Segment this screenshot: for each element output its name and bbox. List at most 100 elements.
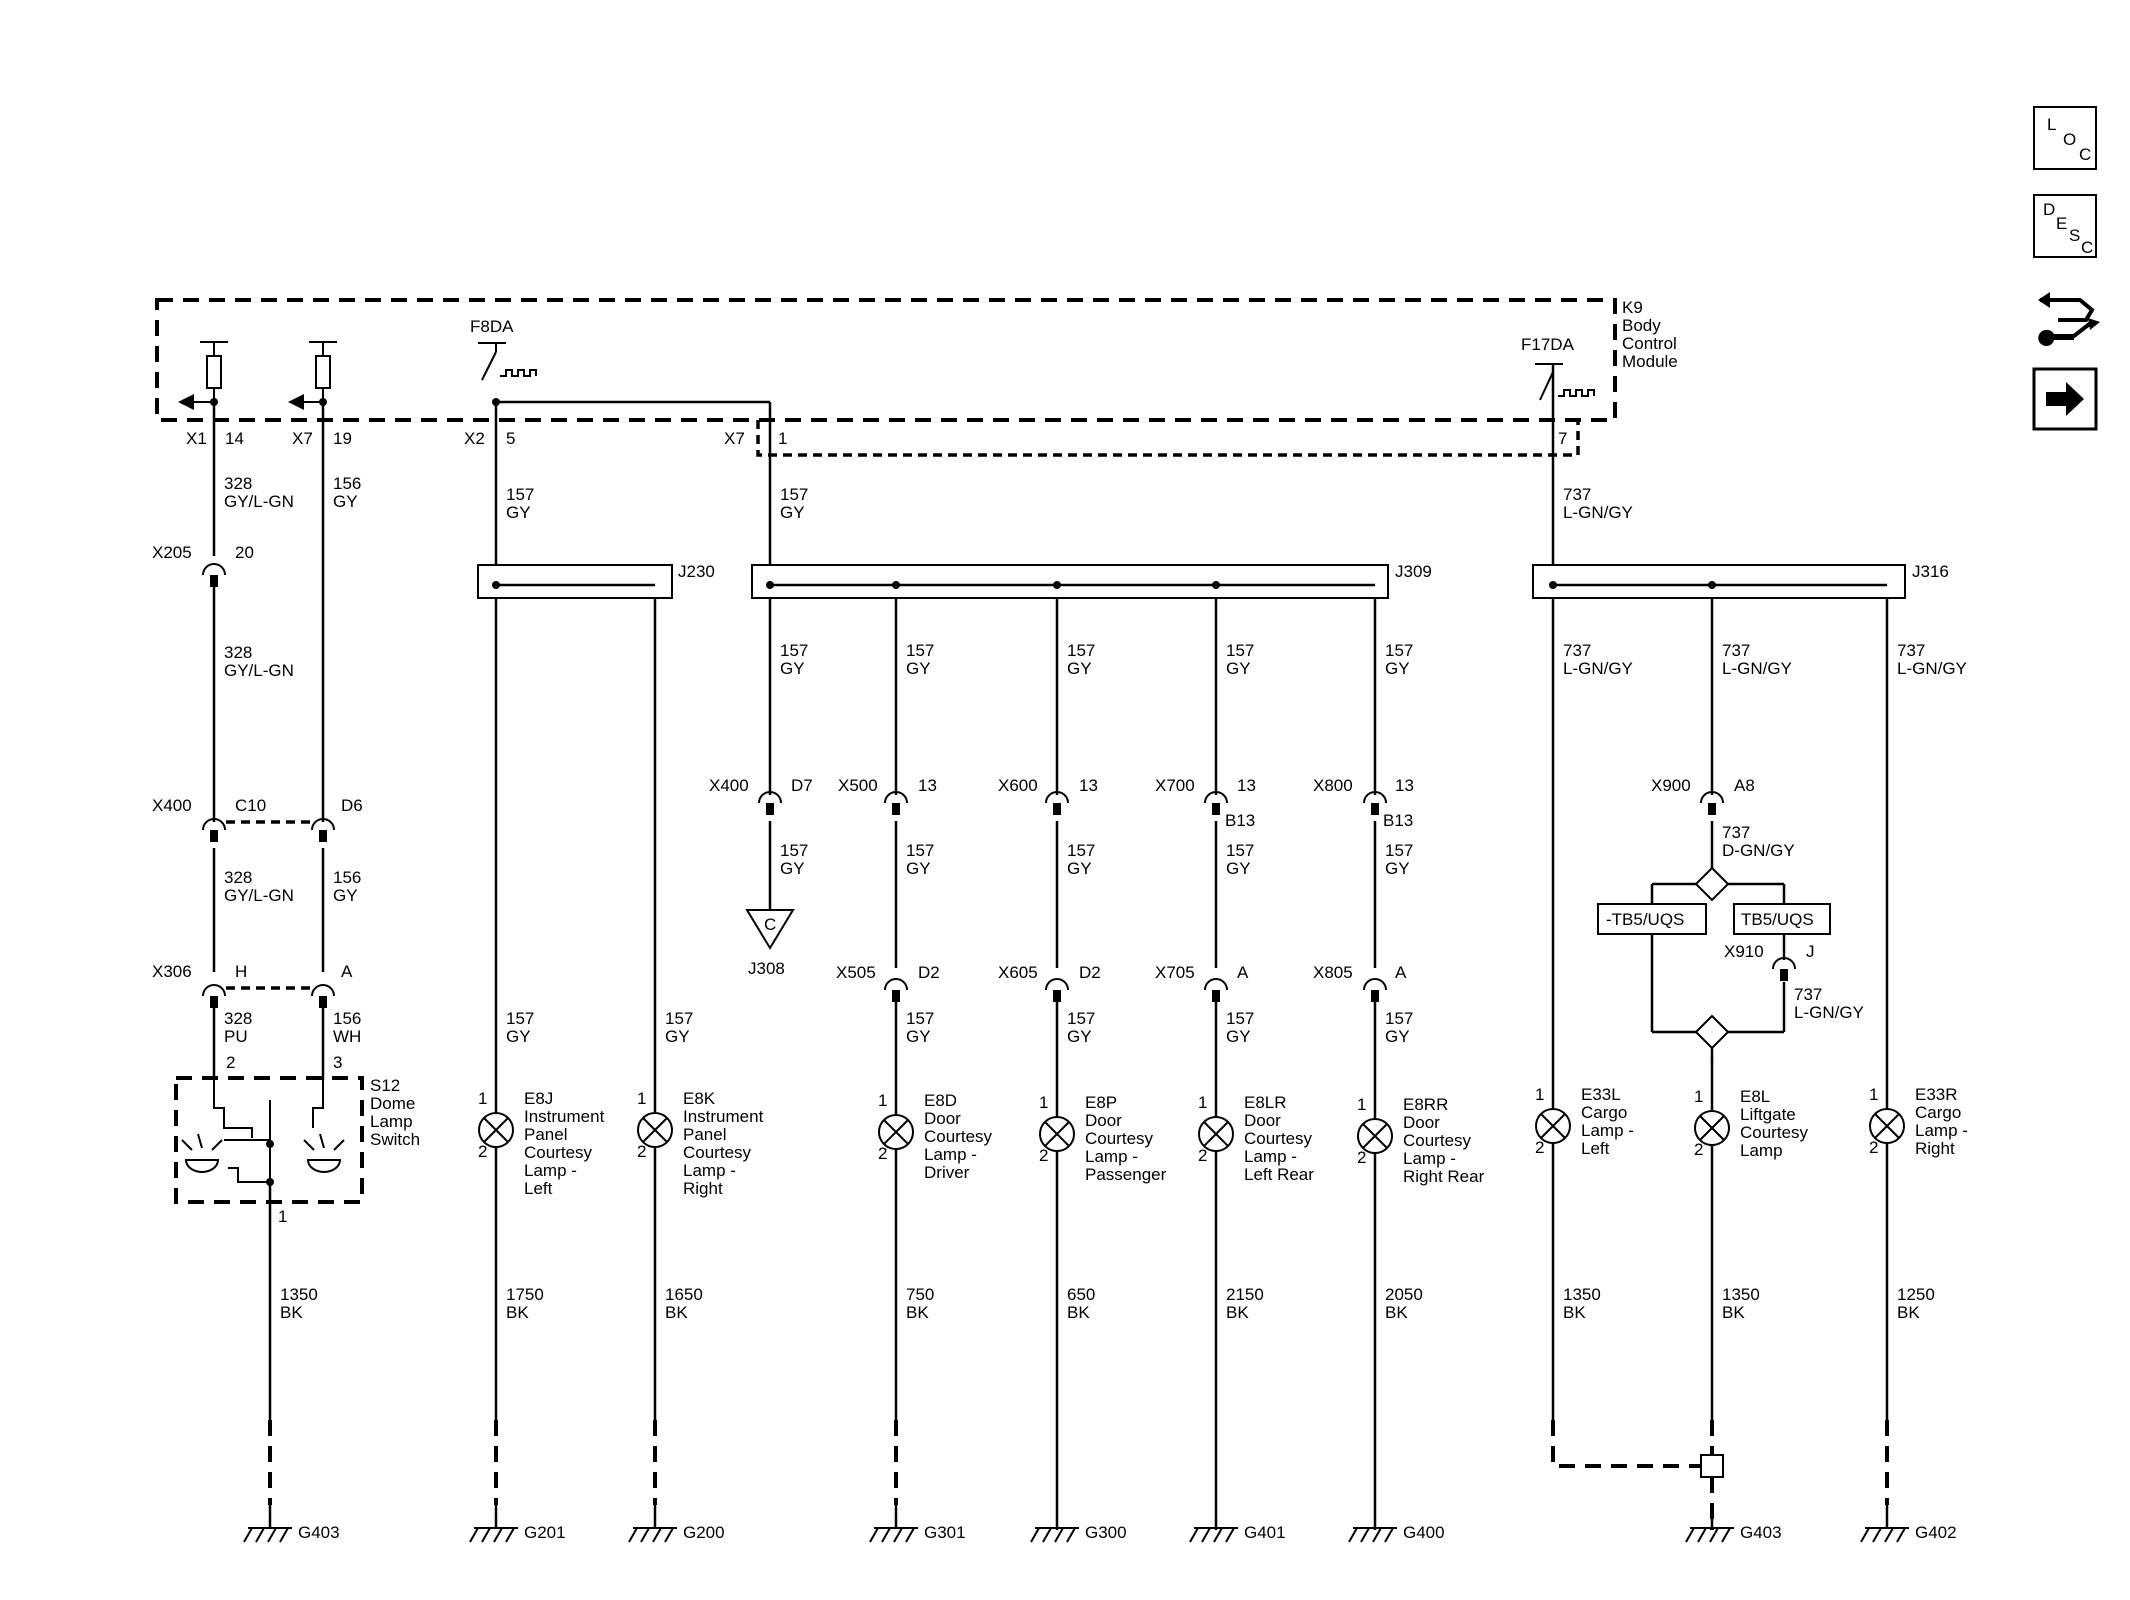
lamp-name-line: Lamp - [1085, 1147, 1138, 1166]
connector-pin: A [1395, 963, 1407, 982]
wire-circuit-number: 737 [1794, 985, 1822, 1004]
wire-lines [212, 364, 1889, 1530]
module-id: K9 [1622, 298, 1643, 317]
lamp-id: E33L [1581, 1085, 1621, 1104]
splice-j308: C J308 [745, 909, 795, 978]
connector-pin: 13 [1237, 776, 1256, 795]
wire-color: GY [906, 1027, 931, 1046]
wire-circuit-number: 157 [1226, 1009, 1254, 1028]
wire-circuit-number: 328 [224, 1009, 252, 1028]
connector-name: X705 [1155, 963, 1195, 982]
wire-color: GY [506, 503, 531, 522]
pin-connector: X2 [464, 429, 485, 448]
wire-color: GY/L-GN [224, 886, 294, 905]
wire-circuit-number: 157 [506, 1009, 534, 1028]
wire-color: GY [1385, 659, 1410, 678]
ground-label: G403 [1740, 1523, 1782, 1542]
lamp-name-line: Right [683, 1179, 723, 1198]
connector-name: X306 [152, 962, 192, 981]
ground-symbol: G400 [1348, 1523, 1445, 1543]
wire-color: BK [1563, 1303, 1586, 1322]
diagnostic-tool-icon[interactable] [2038, 292, 2100, 346]
desc-letter: E [2056, 214, 2067, 233]
pin-number: 5 [506, 429, 515, 448]
driver-label: F8DA [470, 317, 514, 336]
ground-label: G401 [1244, 1523, 1286, 1542]
wire-circuit-number: 156 [333, 868, 361, 887]
wire-color: BK [1897, 1303, 1920, 1322]
wire-color: GY/L-GN [224, 492, 294, 511]
connector-name: X700 [1155, 776, 1195, 795]
wire-color: BK [665, 1303, 688, 1322]
lamp-pin: 2 [878, 1144, 887, 1163]
option-label: -TB5/UQS [1606, 910, 1684, 929]
driver-f8da: F8DA [470, 317, 537, 406]
wire-circuit-number: 650 [1067, 1285, 1095, 1304]
lamp-name-line: Lamp - [924, 1145, 977, 1164]
lamp-name-line: Passenger [1085, 1165, 1167, 1184]
ground-label: G400 [1403, 1523, 1445, 1542]
lamp-id: E8RR [1403, 1095, 1448, 1114]
wire-color: L-GN/GY [1563, 659, 1633, 678]
location-button[interactable]: L O C [2033, 106, 2097, 170]
splice-j316: J316 [1532, 562, 1949, 599]
ground-label: G403 [298, 1523, 340, 1542]
connector-pin: D2 [918, 963, 940, 982]
wire-circuit-number: 737 [1563, 641, 1591, 660]
wire-color: BK [1226, 1303, 1249, 1322]
switch-pin: 3 [333, 1053, 342, 1072]
desc-letter: C [2081, 238, 2093, 257]
lamp-name-line: Lamp - [524, 1161, 577, 1180]
lamp-name-line: Right [1915, 1139, 1955, 1158]
wire-circuit-number: 328 [224, 868, 252, 887]
lamp-pin: 1 [1535, 1085, 1544, 1104]
connector-pin: 13 [1395, 776, 1414, 795]
lamp-name-line: Courtesy [924, 1127, 993, 1146]
lamp-id: E8P [1085, 1093, 1117, 1112]
wire-circuit-number: 157 [506, 485, 534, 504]
option-box-left [1597, 903, 1707, 935]
wire-color: GY [333, 886, 358, 905]
lamp-name-line: Door [1403, 1113, 1440, 1132]
wire-color: BK [506, 1303, 529, 1322]
module-pin-labels: X1 14 X7 19 X2 5 X7 1 7 [186, 429, 1567, 448]
lamp-pin: 2 [1694, 1140, 1703, 1159]
lamp-name-line: Door [1085, 1111, 1122, 1130]
next-arrow-icon[interactable] [2032, 367, 2098, 431]
lamp-pin: 1 [878, 1091, 887, 1110]
wire-color: GY [1226, 659, 1251, 678]
driver-label: F17DA [1521, 335, 1575, 354]
wire-circuit-number: 328 [224, 474, 252, 493]
connector-pin: 13 [918, 776, 937, 795]
module-name-line: Body [1622, 316, 1661, 335]
wire-color: GY [1067, 859, 1092, 878]
connector-pin: D6 [341, 796, 363, 815]
pin-number: 14 [225, 429, 244, 448]
connector-pin: D7 [791, 776, 813, 795]
wire-color: GY/L-GN [224, 661, 294, 680]
wire-circuit-number: 2150 [1226, 1285, 1264, 1304]
wire-circuit-number: 1350 [280, 1285, 318, 1304]
wire-circuit-number: 1750 [506, 1285, 544, 1304]
wire-color: L-GN/GY [1794, 1003, 1864, 1022]
option-box-right [1733, 903, 1831, 935]
driver-f17da: F17DA [1521, 335, 1595, 401]
description-button[interactable]: D E S C [2033, 194, 2097, 258]
connector-name: X900 [1651, 776, 1691, 795]
